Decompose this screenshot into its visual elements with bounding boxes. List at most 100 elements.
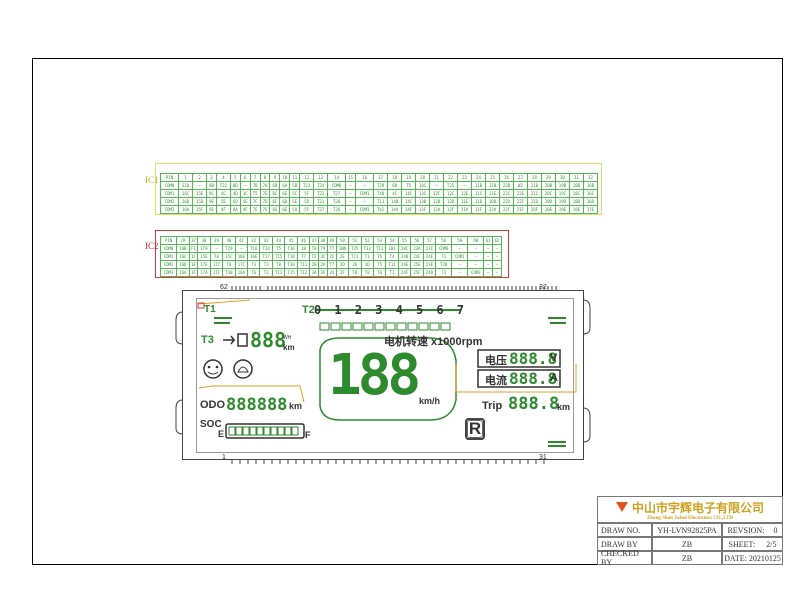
pin-table-cell: 24D [422, 268, 437, 277]
pin-table-cell: 19E [554, 205, 570, 214]
title-block-header: 中山市宇辉电子有限公司 Zhong Shan Yuhui Electronics… [597, 496, 783, 523]
rpm-bar [319, 322, 451, 331]
odo-digits: 888888 [226, 395, 288, 415]
odo-label: ODO [200, 399, 226, 411]
pin-table-cell: 17E [582, 205, 599, 214]
speed-bezel [319, 337, 457, 421]
rpm-scale-digit: 6 [436, 303, 444, 317]
pin-table-cell: 16A [176, 268, 190, 277]
company-logo-icon [615, 502, 628, 512]
bottom-pin-row [231, 459, 545, 464]
revision-cell: REVSION: 0 [722, 523, 783, 537]
odo-unit: km [289, 401, 303, 411]
voltage-label: 电压 [485, 355, 507, 367]
rpm-scale-digit: 3 [375, 303, 383, 317]
ic1-label: IC1 [145, 175, 159, 185]
pin-table-cell: — [492, 268, 502, 277]
gear-key-r: R [465, 418, 485, 440]
soc-label: SOC [200, 419, 222, 430]
lcd-viewing-area [196, 298, 574, 453]
date-value: 20210125 [748, 553, 781, 563]
top-bar-lines [214, 309, 566, 324]
pin-label-32: 32 [539, 284, 547, 291]
checked-by-value: ZB [652, 551, 722, 565]
pin-table-cell: 22F [498, 205, 514, 214]
current-frame [477, 369, 561, 388]
trip-label: Trip [482, 400, 503, 412]
top-pin-row [231, 286, 557, 291]
gear-key-label: R [466, 419, 484, 438]
company-name-en: Zhong Shan Yuhui Electronics CO.,LTD [646, 515, 734, 521]
ic2-box [155, 230, 509, 278]
pin-table-cell: COM3 [355, 205, 375, 214]
ic1-box [155, 163, 602, 215]
t2-label: T2 [302, 304, 315, 316]
rpm-scale-digit: 5 [415, 303, 424, 317]
orange-outlines [198, 299, 577, 403]
pin-table-cell: T30 [222, 268, 236, 277]
soc-battery-segments [228, 426, 299, 436]
bottom-bar-lines [548, 441, 566, 447]
pin-table-cell: 20E [540, 205, 556, 214]
pin-table-cell: 4F [215, 205, 231, 214]
pin-table-cell: 20F [526, 205, 542, 214]
small-digits: 888 [250, 328, 287, 352]
sheet-cell: SHEET: 2/5 [722, 537, 783, 551]
rpm-scale-digit: 1 [334, 303, 342, 317]
t3-label: T3 [201, 334, 214, 346]
rpm-label: 电机转速 x1000rpm [384, 336, 483, 348]
soc-f-label: F [305, 430, 311, 440]
sheet-label: SHEET: [728, 539, 756, 549]
unit-km-small: km [283, 343, 295, 352]
t1-label: T1 [204, 304, 216, 315]
soc-battery-outline [225, 423, 305, 439]
voltage-frame [477, 349, 561, 368]
ic2-label: IC2 [145, 241, 159, 251]
draw-by-value: ZB [652, 537, 722, 551]
pin-table-cell: 21F [512, 205, 528, 214]
pin-table-cell: 15F [192, 205, 208, 214]
rpm-scale-digit: 2 [354, 303, 363, 317]
voltage-unit: V [550, 352, 558, 364]
fuel-icon [237, 333, 248, 347]
drawing-frame [32, 58, 783, 565]
right-tab-upper [582, 299, 591, 335]
draw-by-label: DRAW BY [597, 537, 652, 551]
pin-table-cell: COM3 [467, 268, 485, 277]
trip-unit: km [557, 402, 571, 412]
pin-table-cell: T26 [327, 205, 347, 214]
date-cell: DATE: 20210125 [722, 551, 783, 565]
pin-table-cell: 16A [234, 268, 249, 277]
pin-table-cell: COM3 [159, 205, 180, 214]
rpm-scale-digit: 0 [314, 303, 322, 317]
trip-digits: 888.8 [508, 394, 560, 414]
draw-no-label: DRAW NO. [597, 523, 652, 537]
speed-digits: 188 [328, 343, 421, 408]
pin-table-cell: 17A [197, 268, 211, 277]
voltage-digits: 888.8 [509, 349, 558, 368]
date-label: DATE: [724, 553, 747, 563]
pin-label-1: 1 [222, 454, 226, 461]
pin-table-cell: 17F [209, 268, 224, 277]
arrow-icon [223, 335, 236, 345]
draw-no-value: YH-LVN92825PA [652, 523, 722, 537]
pin-label-62: 62 [220, 284, 228, 291]
soc-e-label: E [218, 429, 225, 439]
revision-value: 0 [773, 525, 778, 535]
pin-table-cell: T12 [296, 268, 311, 277]
origin-marker [197, 302, 205, 309]
pin-label-31: 31 [539, 454, 547, 461]
right-tab-lower [582, 407, 591, 443]
current-unit: A [550, 372, 558, 384]
rpm-scale-digit: 7 [456, 303, 464, 317]
revision-label: REVSION: [727, 525, 765, 535]
